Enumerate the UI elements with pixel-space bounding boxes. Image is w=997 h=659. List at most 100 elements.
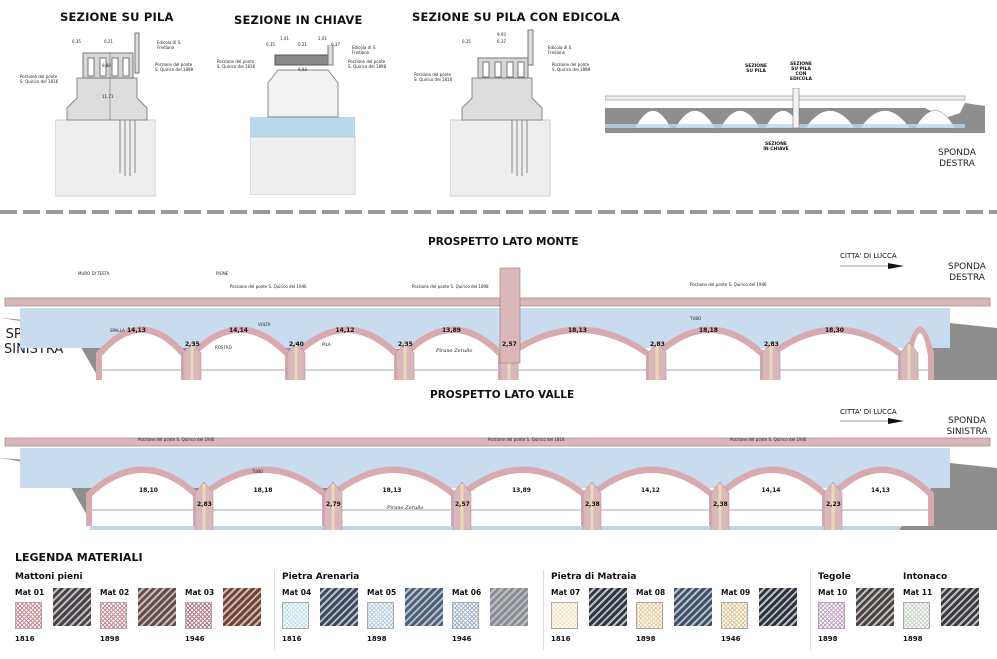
legend-hatch-swatch <box>185 602 212 629</box>
label-1898: Porzione del ponte S. Quirico del 1898 <box>348 59 387 69</box>
dim: 1,01 <box>318 36 327 41</box>
span-dimension: 18,13 <box>568 327 587 334</box>
span-dimension: 18,18 <box>253 487 273 494</box>
pier-dimension: 2,35 <box>185 341 200 348</box>
arch-opening <box>299 333 394 380</box>
legend-material-photo <box>223 588 261 626</box>
legend-year: 1816 <box>551 635 571 643</box>
arch-opening <box>595 473 709 526</box>
callout-tubo: TUBO <box>252 469 264 474</box>
signature: Pirano Zerullo <box>436 348 473 354</box>
section-title-pila: SEZIONE SU PILA <box>60 10 174 24</box>
arch-opening <box>723 473 822 526</box>
span-dimension: 18,10 <box>139 487 158 494</box>
monte-elevation <box>0 267 997 380</box>
label-1898: Porzione del ponte S. Quirico del 1898 <box>552 62 591 72</box>
label-edicola: Edicola di S. Frediano <box>352 45 377 55</box>
legend-material-photo <box>53 588 91 626</box>
callout-pila: PILA <box>322 342 331 347</box>
pier-dimension: 2,83 <box>197 501 212 508</box>
dim: 0,37 <box>331 42 340 47</box>
legend-mat-label: Mat 04 <box>282 588 312 597</box>
keyplan-label-pila: SEZIONE SU PILA <box>745 64 767 74</box>
arch-opening <box>660 333 760 380</box>
legend-divider <box>543 570 544 650</box>
span-dimension: 18,13 <box>382 487 402 494</box>
legend-year: 1898 <box>636 635 656 643</box>
legend-material-photo <box>674 588 712 626</box>
separator-dashed-line <box>0 210 997 214</box>
legend-mat-label: Mat 05 <box>367 588 397 597</box>
legend-year: 1898 <box>367 635 387 643</box>
keyplan-drawing <box>605 88 985 133</box>
valle-title: PROSPETTO LATO VALLE <box>430 389 575 401</box>
legend-year: 1898 <box>818 635 838 643</box>
dim: 0,35 <box>266 42 275 47</box>
pier-dimension: 2,23 <box>826 501 841 508</box>
legend-hatch-swatch <box>818 602 845 629</box>
arch-opening <box>408 333 498 380</box>
signature: Pirano Zerullo <box>387 505 424 511</box>
water <box>90 523 900 530</box>
legend-mat-label: Mat 09 <box>721 588 751 597</box>
span-dimension: 13,89 <box>442 327 461 334</box>
monte-title: PROSPETTO LATO MONTE <box>428 236 579 248</box>
pier-dimension: 2,57 <box>455 501 470 508</box>
pier-dimension: 2,83 <box>764 341 779 348</box>
callout-tubo: TUBO <box>690 316 702 321</box>
keyplan-bank: SPONDA DESTRA <box>938 148 976 169</box>
legend-material-photo <box>759 588 797 626</box>
dim: 9,80 <box>102 63 111 68</box>
valle-elevation <box>0 437 997 530</box>
legend-year: 1946 <box>721 635 741 643</box>
edicola-tower <box>499 267 521 364</box>
keyplan-label-chiave: SEZIONE IN CHIAVE <box>763 142 789 152</box>
legend-mat-label: Mat 07 <box>551 588 581 597</box>
pier-dimension: 2,40 <box>289 341 304 348</box>
legend-material-photo <box>589 588 627 626</box>
legend-material-photo <box>320 588 358 626</box>
legend-year: 1816 <box>282 635 302 643</box>
span-dimension: 14,12 <box>335 327 355 334</box>
legend-hatch-swatch <box>636 602 663 629</box>
legend-material-photo <box>856 588 894 626</box>
pier-dimension: 2,83 <box>650 341 665 348</box>
callout-muro: MURO DI TESTA <box>78 271 110 276</box>
legend-material-photo <box>405 588 443 626</box>
callout-rostro: ROSTRO <box>215 345 232 350</box>
legend-mat-label: Mat 01 <box>15 588 45 597</box>
legend-hatch-swatch <box>452 602 479 629</box>
valle-portion-2: Porzione del ponte S. Quirico del 1816 <box>488 437 565 442</box>
arrow-right-icon <box>840 418 904 424</box>
legend-hatch-swatch <box>15 602 42 629</box>
callout-volta: VOLTA <box>258 322 271 327</box>
legend-hatch-swatch <box>367 602 394 629</box>
legend-hatch-swatch <box>903 602 930 629</box>
dim: 0,35 <box>462 39 471 44</box>
label-edicola: Edicola di S. Frediano <box>157 40 182 50</box>
legend-group-title: Pietra Arenaria <box>282 572 360 582</box>
pier-dimension: 2,38 <box>585 501 600 508</box>
deck <box>4 437 991 447</box>
label-1816: Porzione del ponte S. Quirico del 1816 <box>414 72 453 82</box>
span-dimension: 13,89 <box>512 487 531 494</box>
label-1816: Porzione del ponte S. Quirico del 1816 <box>20 74 59 84</box>
legend-year: 1898 <box>903 635 923 643</box>
span-dimension: 14,13 <box>127 327 146 334</box>
arch-opening <box>836 473 928 526</box>
callout-spalla: SPALLA <box>110 328 125 333</box>
span-dimension: 14,14 <box>761 487 781 494</box>
legend-year: 1898 <box>100 635 120 643</box>
legend-group-title: Tegole <box>818 572 851 582</box>
callout-pigne: PIGNE <box>216 271 229 276</box>
legend-material-photo <box>138 588 176 626</box>
legend-hatch-swatch <box>721 602 748 629</box>
monte-portion-3: Porzione del ponte S. Quirico del 1946 <box>690 282 767 287</box>
legend-material-photo <box>941 588 979 626</box>
monte-bank-right: SPONDA DESTRA <box>948 262 986 283</box>
arch-opening <box>207 473 322 526</box>
legend-mat-label: Mat 06 <box>452 588 482 597</box>
span-dimension: 14,12 <box>641 487 660 494</box>
legend-mat-label: Mat 03 <box>185 588 215 597</box>
arrow-right-icon <box>840 263 904 269</box>
